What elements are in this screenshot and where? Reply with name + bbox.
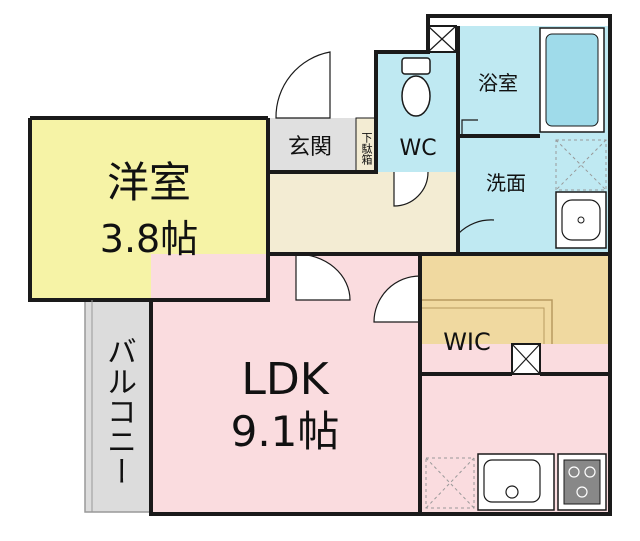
stove [557,453,607,511]
western-room-size: 3.8帖 [100,217,198,261]
entrance-label: 玄関 [288,135,332,160]
western-room-name: 洋室 [107,158,191,207]
kitchen-sink [477,453,555,511]
washroom-label: 洗面 [486,171,526,195]
pipe-space-top [427,25,457,53]
balcony-area [84,299,152,513]
entrance-area [268,118,356,172]
hallway [268,172,458,254]
walls [28,14,612,516]
shoe-box-label: 下駄箱 [360,131,373,165]
balcony-label: バルコニー [101,336,136,486]
fridge-space [425,457,475,509]
bathtub [539,27,605,133]
toilet [401,57,431,117]
washer-space [555,139,607,191]
door-swings [275,51,495,323]
ldk-room-name: LDK [241,354,329,405]
wic-label: WIC [443,328,491,356]
ldk-room-size: 9.1帖 [231,407,340,456]
washbasin [555,191,607,249]
pipe-space-wic [511,343,541,375]
wc-label: WC [399,136,436,161]
bath-label: 浴室 [478,71,518,95]
